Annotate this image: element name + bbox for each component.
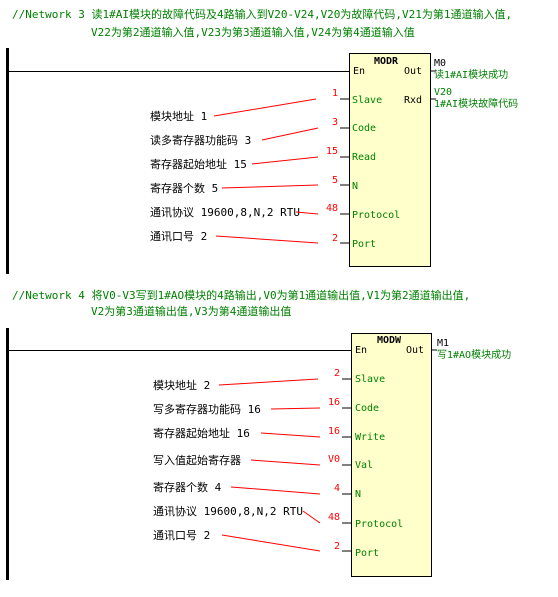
network3-annotation-slave: 模块地址 1	[150, 110, 208, 123]
network4-value-protocol[interactable]: 48	[327, 512, 340, 523]
network4-leader-n	[230, 486, 321, 495]
network4-annotation-protocol: 通讯协议 19600,8,N,2 RTU	[153, 505, 303, 518]
network4-leader-protocol	[302, 510, 321, 524]
network4-block-name: MODW	[377, 335, 402, 346]
network3-annotation-read: 寄存器起始地址 15	[150, 158, 247, 171]
network3-annotation-n: 寄存器个数 5	[150, 182, 219, 195]
network4-annotation-write: 寄存器起始地址 16	[153, 427, 250, 440]
network4-leader-val	[250, 459, 321, 466]
network3-value-slave[interactable]: 1	[331, 88, 338, 99]
network4-annotation-port: 通讯口号 2	[153, 529, 211, 542]
network4-annotation-slave: 模块地址 2	[153, 379, 211, 392]
network4-pin-slave: Slave	[355, 374, 386, 385]
network4-value-n[interactable]: 4	[333, 483, 340, 494]
network4-pin-protocol: Protocol	[355, 519, 404, 530]
network3-rxd-description: 1#AI模块故障代码	[434, 99, 519, 110]
network3-leader-protocol	[295, 211, 319, 215]
network4-comment-line2: V2为第3通道输出值,V3为第4通道输出值	[91, 305, 292, 318]
network4-value-code[interactable]: 16	[327, 397, 340, 408]
network3-leader-code	[261, 127, 319, 141]
network3-rxd-output: V20 1#AI模块故障代码	[434, 87, 518, 111]
network3-pin-slave: Slave	[352, 95, 383, 106]
network3-out-pin: Out	[404, 66, 423, 77]
network4-power-rail	[6, 328, 9, 580]
network4-pin-code: Code	[355, 403, 380, 414]
network4-out-pin: Out	[406, 345, 425, 356]
network3-modr-block[interactable]	[349, 53, 431, 267]
network4-out-address: M1	[437, 338, 450, 349]
network4-value-write[interactable]: 16	[327, 426, 340, 437]
network3-pin-code: Code	[352, 123, 377, 134]
network3-pin-read: Read	[352, 152, 377, 163]
network3-comment-line2: V22为第2通道输入值,V23为第3通道输入值,V24为第4通道输入值	[91, 26, 415, 39]
network4-leader-write	[260, 432, 321, 438]
network3-en-wire	[9, 71, 350, 72]
network4-leader-slave	[218, 378, 319, 386]
network3-leader-n	[221, 184, 319, 189]
network3-comment-line1: //Network 3 读1#AI模块的故障代码及4路输入到V20-V24,V2…	[12, 8, 513, 21]
network3-leader-read	[251, 156, 319, 165]
network3-value-protocol[interactable]: 48	[325, 203, 338, 214]
network3-pin-n: N	[352, 181, 359, 192]
network4-annotation-n: 寄存器个数 4	[153, 481, 222, 494]
network4-value-slave[interactable]: 2	[333, 368, 340, 379]
network4-pin-n: N	[355, 489, 362, 500]
network3-value-read[interactable]: 15	[325, 146, 338, 157]
network4-value-val[interactable]: V0	[327, 454, 340, 465]
network3-annotation-code: 读多寄存器功能码 3	[150, 134, 252, 147]
network4-pin-write: Write	[355, 432, 386, 443]
network3-pin-protocol: Protocol	[352, 210, 401, 221]
network3-out-coil: M0 读1#AI模块成功	[434, 58, 508, 82]
network3-annotation-protocol: 通讯协议 19600,8,N,2 RTU	[150, 206, 300, 219]
network4-leader-code	[270, 407, 321, 410]
network3-leader-port	[215, 235, 319, 244]
network4-value-port[interactable]: 2	[333, 541, 340, 552]
network4-pin-port: Port	[355, 548, 380, 559]
network3-out-description: 读1#AI模块成功	[434, 70, 509, 81]
network4-annotation-code: 写多寄存器功能码 16	[153, 403, 261, 416]
network3-rxd-address: V20	[434, 87, 453, 98]
network3-rxd-pin: Rxd	[404, 95, 423, 106]
network3-power-rail	[6, 48, 9, 274]
network3-value-port[interactable]: 2	[331, 233, 338, 244]
network4-annotation-val: 写入值起始寄存器	[153, 454, 241, 467]
network3-value-code[interactable]: 3	[331, 117, 338, 128]
network3-leader-slave	[213, 98, 317, 117]
network4-out-coil: M1 写1#AO模块成功	[437, 338, 511, 362]
network3-pin-port: Port	[352, 239, 377, 250]
network3-value-n[interactable]: 5	[331, 175, 338, 186]
network3-en-pin: En	[353, 66, 366, 77]
network4-pin-val: Val	[355, 460, 374, 471]
network4-leader-port	[221, 534, 321, 552]
network3-block-name: MODR	[374, 56, 399, 67]
network3-annotation-port: 通讯口号 2	[150, 230, 208, 243]
network4-en-pin: En	[355, 345, 368, 356]
network4-comment-line1: //Network 4 将V0-V3写到1#AO模块的4路输出,V0为第1通道输…	[12, 289, 471, 302]
network4-modw-block[interactable]	[351, 333, 432, 577]
network3-out-address: M0	[434, 58, 447, 69]
network4-out-description: 写1#AO模块成功	[437, 350, 512, 361]
network4-en-wire	[9, 350, 352, 351]
